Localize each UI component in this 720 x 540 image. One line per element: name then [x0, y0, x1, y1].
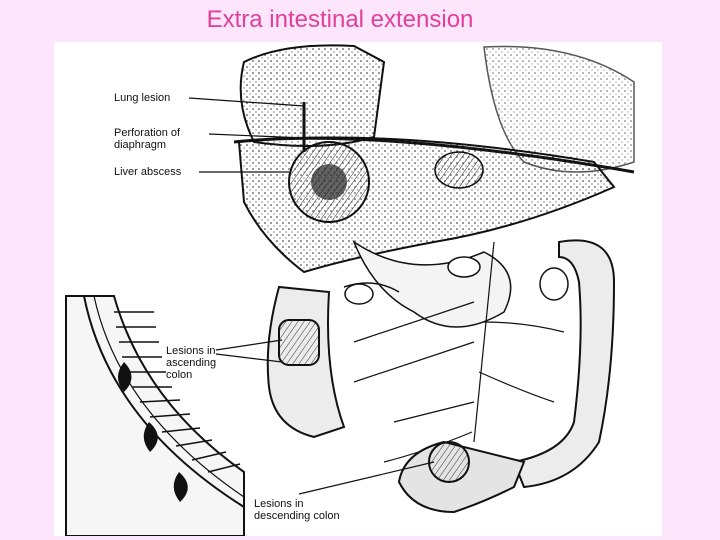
illustration-drawing: [65, 44, 635, 536]
flask-ulcer-3: [173, 472, 188, 502]
flask-ulcer-1: [118, 362, 132, 392]
callout-ascending-colon: Lesions in ascending colon: [166, 345, 217, 381]
callout-liver-abscess: Liver abscess: [114, 166, 182, 178]
callout-pointers: [188, 97, 435, 495]
callout-perforation: Perforation of diaphragm: [114, 127, 181, 151]
lung-shape: [239, 44, 386, 147]
ascending-colon-lesion: [278, 319, 320, 366]
flask-ulcer-2: [143, 422, 158, 452]
callout-descending-colon: Lesions in descending colon: [254, 498, 340, 522]
liver-abscess-small: [434, 151, 484, 189]
callout-lung-lesion: Lung lesion: [114, 92, 171, 104]
anatomical-illustration: Lung lesion Perforation of diaphragm Liv…: [54, 42, 662, 536]
descending-colon: [512, 239, 616, 489]
descending-colon-lesion: [428, 441, 470, 483]
slide-title: Extra intestinal extension: [206, 6, 474, 33]
